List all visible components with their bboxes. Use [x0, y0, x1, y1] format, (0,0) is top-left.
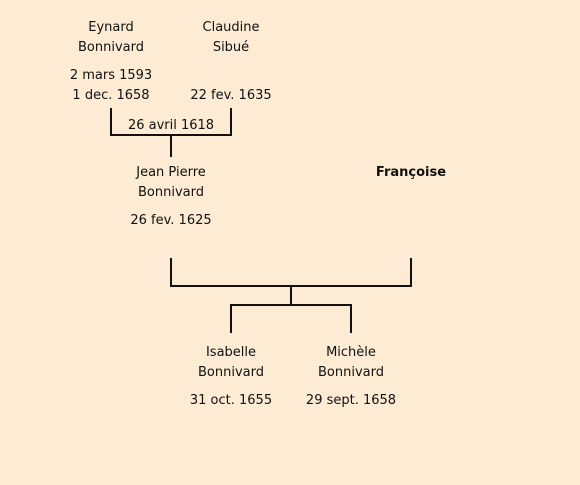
person-isabelle-first-name: Isabelle — [205, 345, 257, 360]
person-jeanpierre-first-name: Jean Pierre — [136, 165, 206, 180]
person-michele-birth-date: 29 sept. 1658 — [305, 393, 397, 408]
children-bracket — [230, 304, 352, 333]
person-eynard-birth-date: 2 mars 1593 — [69, 68, 153, 83]
marriage-bracket-jeanpierre-francoise — [170, 258, 412, 287]
person-claudine-death-date: 22 fev. 1635 — [190, 88, 272, 103]
person-eynard-first-name: Eynard — [88, 20, 134, 35]
marriage-date-eynard-claudine: 26 avril 1618 — [127, 118, 215, 133]
person-isabelle-birth-date: 31 oct. 1655 — [189, 393, 273, 408]
person-jeanpierre-birth-date: 26 fev. 1625 — [130, 213, 212, 228]
person-michele-last-name: Bonnivard — [318, 365, 384, 380]
person-isabelle-last-name: Bonnivard — [198, 365, 264, 380]
person-francoise-first-name: Françoise — [375, 165, 447, 180]
person-jeanpierre-last-name: Bonnivard — [138, 185, 204, 200]
person-michele-first-name: Michèle — [326, 345, 376, 360]
person-claudine-last-name: Sibué — [212, 40, 250, 55]
person-eynard-last-name: Bonnivard — [78, 40, 144, 55]
person-eynard-death-date: 1 dec. 1658 — [72, 88, 150, 103]
person-claudine-first-name: Claudine — [202, 20, 260, 35]
